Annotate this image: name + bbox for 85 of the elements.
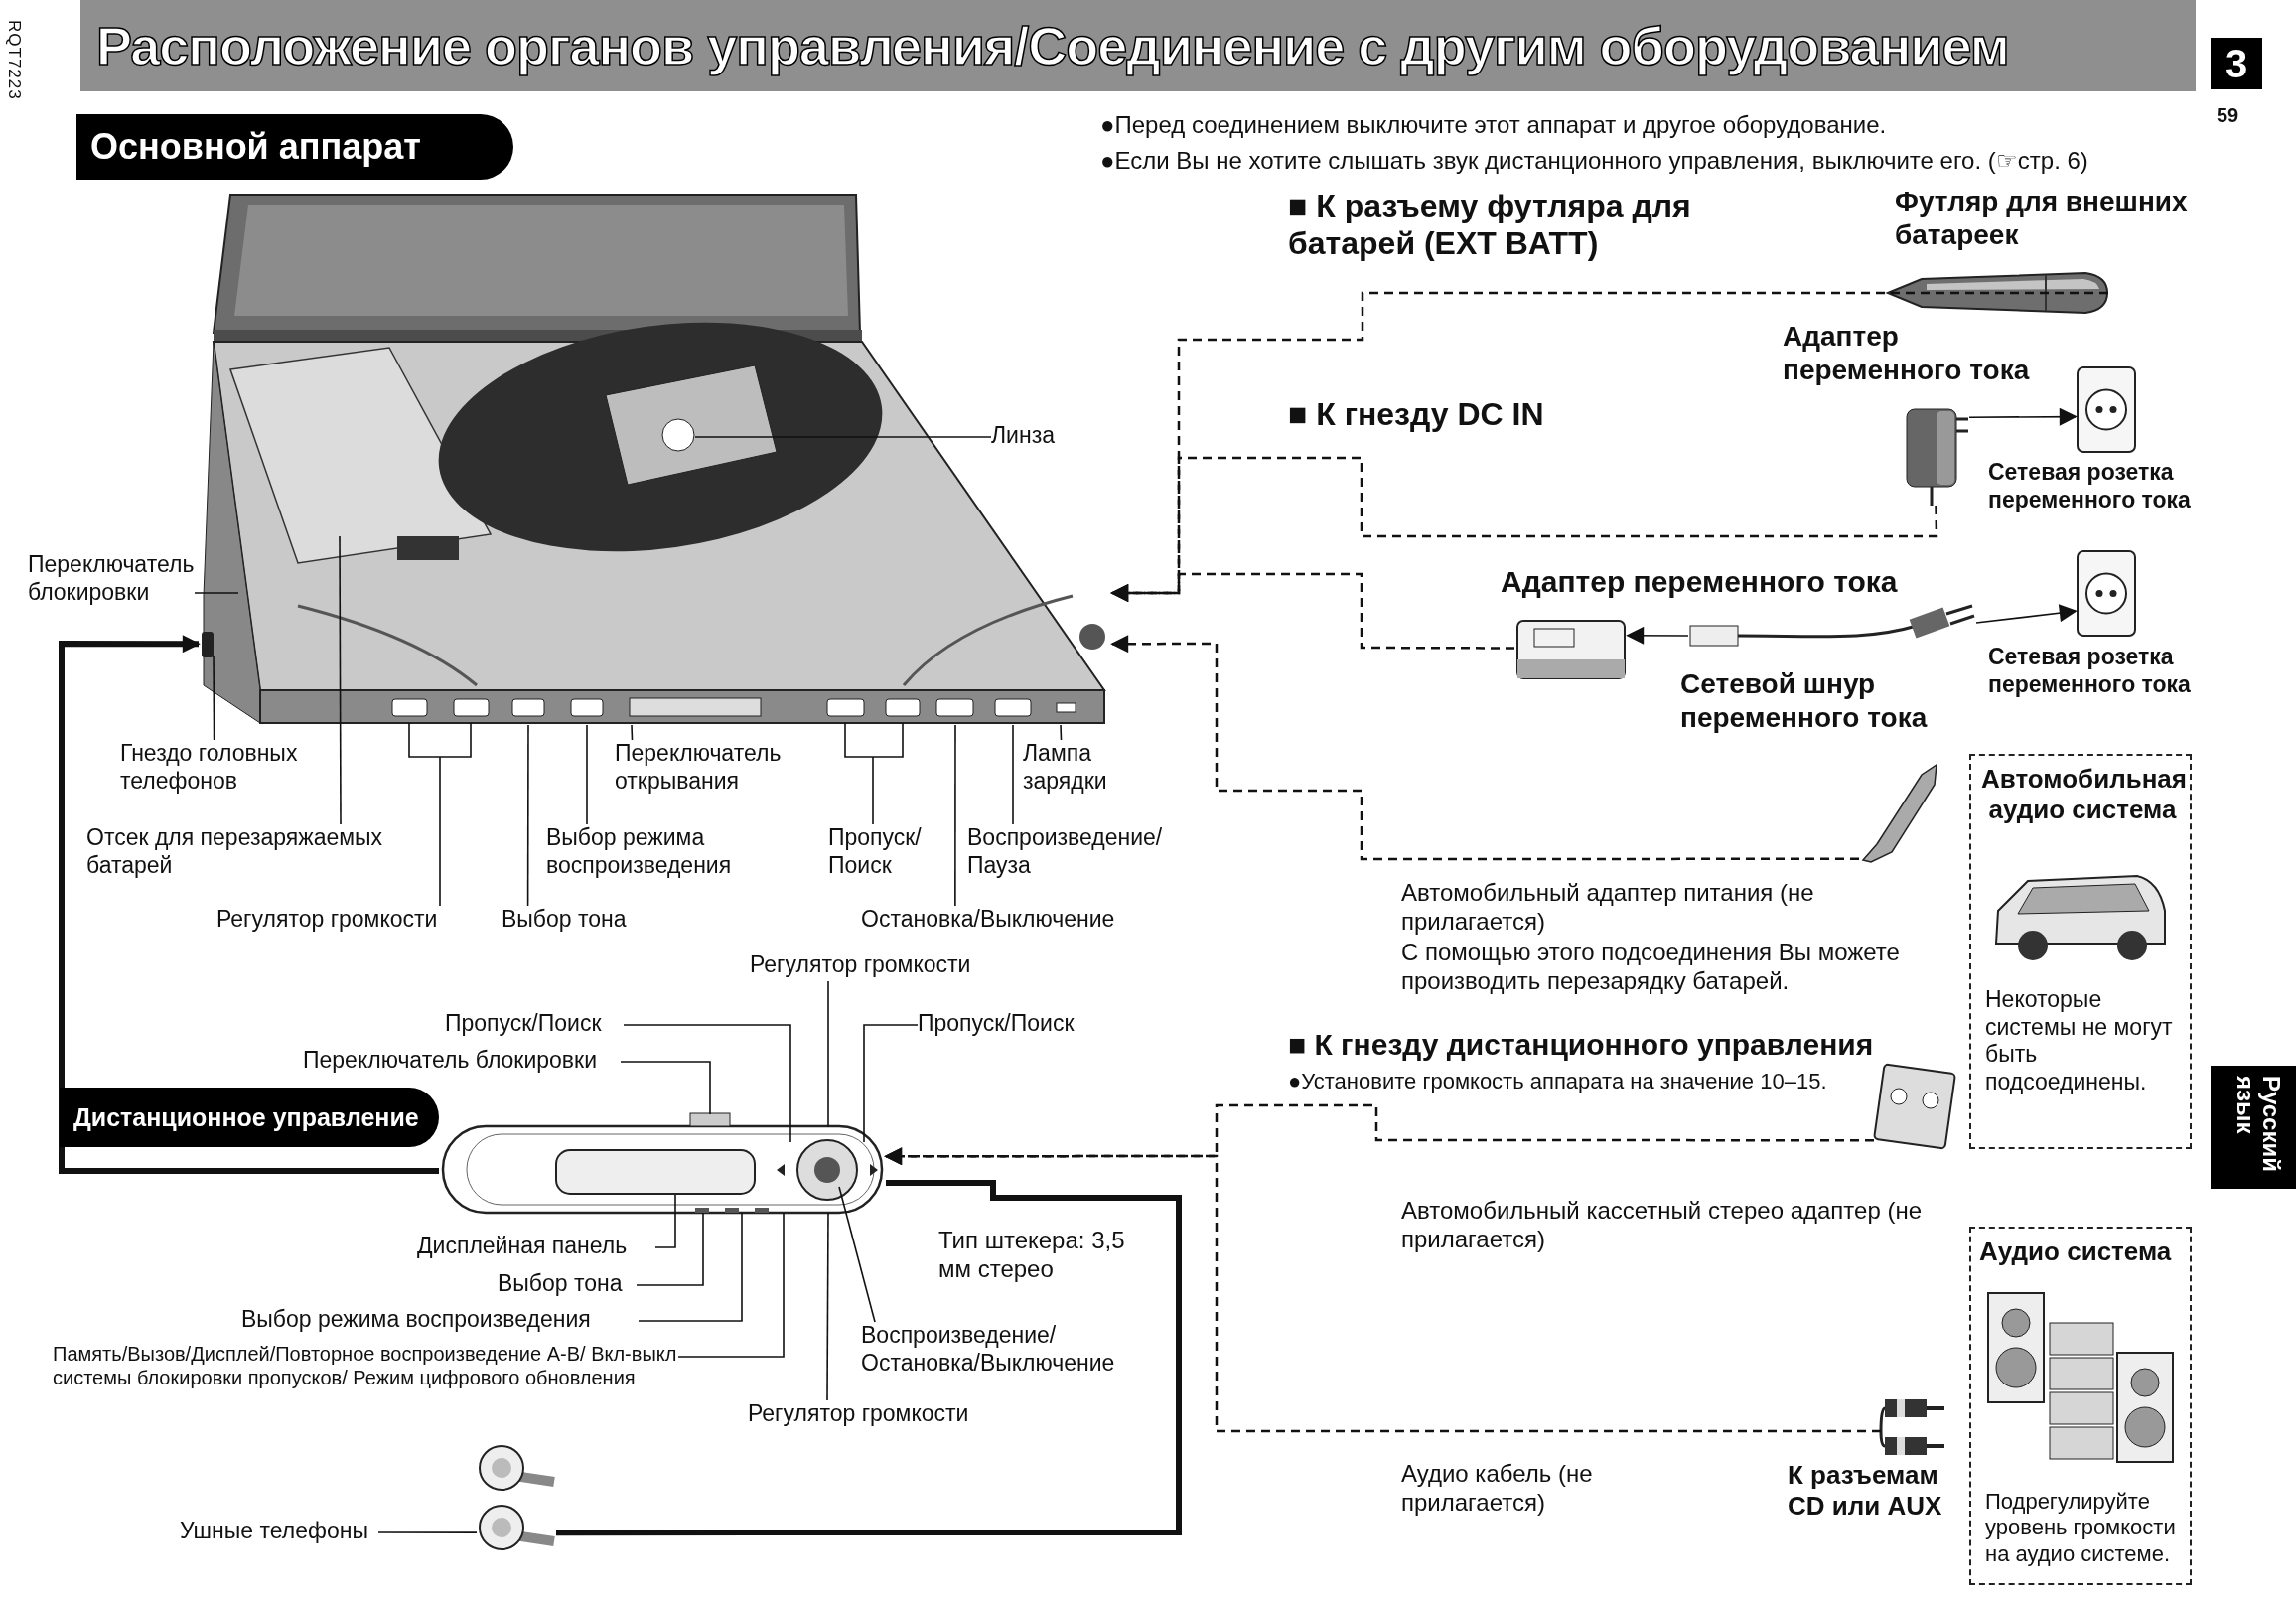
- arrow: [1968, 407, 2078, 426]
- leader-line: [631, 724, 634, 741]
- callout-label: Переключатель открывания: [615, 740, 789, 796]
- cable-arrow: [884, 1147, 1881, 1433]
- callout-label: Переключатель блокировки: [28, 551, 195, 607]
- node-label: Сетевая розетка переменного тока: [1988, 644, 2192, 699]
- language-tab: Русский язык: [2211, 1066, 2296, 1189]
- leader-line: [838, 1186, 876, 1323]
- remote-control-drawing: [439, 1112, 886, 1215]
- callout-label: Выбор режима воспроизведения: [241, 1306, 639, 1334]
- leader-line: [213, 655, 215, 741]
- callout-label: Выбор тона: [498, 1270, 637, 1298]
- callout-label: Пропуск/Поиск: [918, 1010, 1096, 1038]
- leader-line: [694, 436, 992, 438]
- cable-arrow: [1110, 572, 1514, 650]
- cable-arrow: [1110, 635, 1859, 861]
- section-heading: Основной аппарат: [76, 114, 513, 180]
- leader-line: [623, 1024, 791, 1143]
- leader-line: [586, 724, 588, 825]
- panel-heading: Автомобильная аудио система: [1981, 764, 2184, 826]
- leader-line: [654, 1194, 676, 1248]
- callout-label: Линза: [991, 422, 1071, 450]
- callout-label: Выбор тона: [502, 906, 641, 934]
- plug-note: Тип штекера: 3,5 мм стерео: [938, 1227, 1126, 1284]
- callout-label: Пропуск/ Поиск: [828, 824, 928, 880]
- leader-line: [339, 535, 342, 825]
- leader-line: [194, 592, 239, 594]
- dashed-frame: [1969, 1227, 2192, 1585]
- callout-label: Выбор режима воспроизведения: [546, 824, 750, 880]
- leader-line: [526, 724, 529, 907]
- node-label: Адаптер переменного тока: [1501, 564, 1899, 600]
- leader-line: [954, 724, 956, 907]
- note-text: ●Если Вы не хотите слышать звук дистанционного управления, выключите его. (☞стр. 6): [1100, 147, 2088, 176]
- arrow: [1626, 626, 1689, 645]
- leader-line: [408, 722, 472, 907]
- callout-label: Воспроизведение/ Остановка/Выключение: [861, 1322, 1139, 1378]
- callout-label: Переключатель блокировки: [303, 1047, 621, 1075]
- leader-line: [620, 1061, 711, 1115]
- callout-label: Регулятор громкости: [216, 906, 465, 934]
- section-subheading: ■ К гнезду DC IN: [1288, 395, 1545, 434]
- node-label: Сетевой шнур переменного тока: [1680, 667, 1929, 735]
- callout-label: Воспроизведение/ Пауза: [967, 824, 1166, 880]
- note-text: ●Перед соединением выключите этот аппарат и другое оборудование.: [1100, 111, 1887, 140]
- page-title: Расположение органов управления/Соединение с другим оборудованием: [80, 0, 2196, 91]
- leader-line: [377, 1531, 478, 1533]
- node-label: С помощью этого подсоединения Вы можете производить перезарядку батарей.: [1401, 939, 1901, 996]
- callout-label: Лампа зарядки: [1023, 740, 1132, 796]
- arrow: [1975, 604, 2078, 624]
- leader-line: [844, 722, 904, 825]
- callout-label: Регулятор громкости: [748, 1400, 996, 1428]
- earphone-cable: [556, 1180, 1182, 1536]
- callout-label: Память/Вызов/Дисплей/Повторное воспроизведение A-B/ Вкл-выкл системы блокировки пропусков/ Режим цифрового обновления: [53, 1342, 678, 1389]
- node-label: К разъемам CD или AUX: [1788, 1460, 1943, 1523]
- callout-label: Отсек для перезаряжаемых батарей: [86, 824, 404, 880]
- callout-label: Дисплейная панель: [417, 1233, 655, 1260]
- headphone-cable: [59, 635, 439, 1174]
- car-adapter-drawing: [1859, 761, 1939, 864]
- note-text: ●Установите громкость аппарата на значение 10–15.: [1288, 1069, 1827, 1095]
- node-label: Автомобильный кассетный стерео адаптер (не прилагается): [1401, 1197, 1924, 1254]
- wall-outlet-drawing: [2076, 549, 2137, 638]
- section-subheading: ■ К разъему футляра для батарей (EXT BATT): [1288, 187, 1692, 263]
- dashed-frame: [1969, 754, 2192, 1149]
- leader-line: [1060, 724, 1063, 741]
- panel-note: Подрегулируйте уровень громкости на аудио системе.: [1985, 1489, 2177, 1568]
- panel-heading: Аудио система: [1979, 1237, 2173, 1268]
- node-label: Аудио кабель (не прилагается): [1401, 1460, 1594, 1518]
- node-label: Футляр для внешних батареек: [1895, 185, 2189, 252]
- callout-label: Гнездо головных телефонов: [120, 740, 334, 796]
- node-label: Адаптер переменного тока: [1783, 320, 2031, 387]
- document-code: RQT7223: [4, 20, 25, 100]
- callout-label: Пропуск/Поиск: [445, 1010, 624, 1038]
- leader-line: [863, 1024, 919, 1143]
- callout-label: Регулятор громкости: [750, 951, 998, 979]
- leader-line: [1012, 724, 1014, 825]
- node-label: Автомобильный адаптер питания (не прилагается): [1401, 879, 1815, 937]
- section-heading: Дистанционное управление: [60, 1088, 439, 1147]
- node-label: Сетевая розетка переменного тока: [1988, 459, 2192, 514]
- callout-label: Остановка/Выключение: [861, 906, 1124, 934]
- panel-note: Некоторые системы не могут быть подсоединены.: [1985, 986, 2174, 1096]
- section-subheading: ■ К гнезду дистанционного управления: [1288, 1027, 1874, 1063]
- callout-label: Ушные телефоны: [180, 1518, 378, 1545]
- page-number: 59: [2217, 103, 2239, 127]
- page-number: 3: [2211, 38, 2262, 89]
- battery-case-drawing: [1888, 271, 2108, 315]
- wall-outlet-drawing: [2076, 365, 2137, 454]
